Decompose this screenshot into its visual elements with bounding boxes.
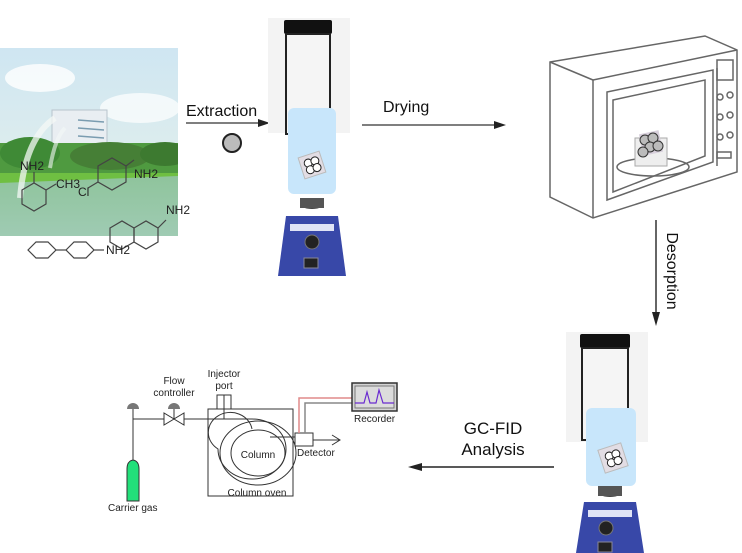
benzene-ring (97, 157, 127, 191)
vial-cap (580, 334, 630, 348)
flow-controller-label-2: controller (153, 388, 195, 399)
chloroaniline-nh2-label: NH2 (134, 167, 158, 181)
recorder-wire-ground (304, 402, 352, 433)
carrier-gas-label: Carrier gas (108, 503, 157, 514)
vial-vortex-bottom (566, 332, 648, 553)
analysis-arrow (408, 463, 554, 471)
o-toluidine-ch3-label: CH3 (56, 177, 80, 191)
sorbent-sample-icon (597, 442, 629, 474)
regulator-icon (127, 403, 139, 409)
desorption-arrow (652, 220, 660, 326)
extraction-label: Extraction (186, 103, 258, 120)
sorbent-sample-icon (634, 130, 668, 167)
vortex-mixer-icon (576, 486, 644, 553)
benzene-ring (133, 220, 159, 250)
vortex-mixer-icon (278, 198, 346, 276)
microwave-oven-icon (549, 35, 738, 219)
injector-port-label-1: Injector (208, 369, 241, 380)
desorption-label: Desorption (663, 232, 680, 310)
campus-lake-image (0, 48, 178, 236)
benzene-ring (21, 182, 47, 212)
column-oven-label: Column oven (228, 488, 287, 499)
regulator-icon (168, 403, 180, 409)
vial-vortex-top (268, 18, 350, 276)
detector-box (294, 432, 314, 447)
analysis-label: GC-FID Analysis (448, 418, 538, 460)
aminobiphenyl-nh2-label: NH2 (106, 243, 130, 257)
detector-label: Detector (297, 448, 335, 459)
sample-scene (0, 48, 178, 236)
naphthylamine-nh2-label: NH2 (166, 203, 190, 217)
recorder-chromatogram (355, 387, 394, 404)
recorder-label: Recorder (354, 414, 396, 425)
benzene-ring (27, 241, 57, 259)
vial-cap (284, 20, 332, 34)
recorder-wire-signal (298, 397, 352, 433)
analysis-label-line1: GC-FID (463, 419, 523, 438)
drying-arrow (362, 121, 506, 129)
gc-schematic: Flow controller Injector port Column Col… (108, 369, 398, 514)
injector-port-label-2: port (215, 381, 232, 392)
o-toluidine-nh2-label: NH2 (20, 159, 44, 173)
column-coil-inner (230, 429, 286, 477)
drying-label: Drying (383, 99, 430, 116)
benzene-ring (65, 241, 95, 259)
column-label: Column (241, 450, 275, 461)
column-oven-box (207, 408, 294, 497)
vial-liquid (288, 108, 336, 194)
gas-cylinder-icon (126, 459, 140, 502)
extraction-arrow (186, 119, 270, 153)
chloroaniline-cl-label: Cl (78, 185, 89, 199)
sorbent-sample-icon (297, 150, 327, 180)
column-coil-outer (219, 420, 297, 486)
flow-controller-label-1: Flow (163, 376, 185, 387)
analysis-label-line2: Analysis (461, 440, 525, 459)
chemical-structures: NH2 CH3 Cl NH2 NH2 NH2 (20, 157, 190, 259)
sorbent-bead-icon (222, 133, 242, 153)
